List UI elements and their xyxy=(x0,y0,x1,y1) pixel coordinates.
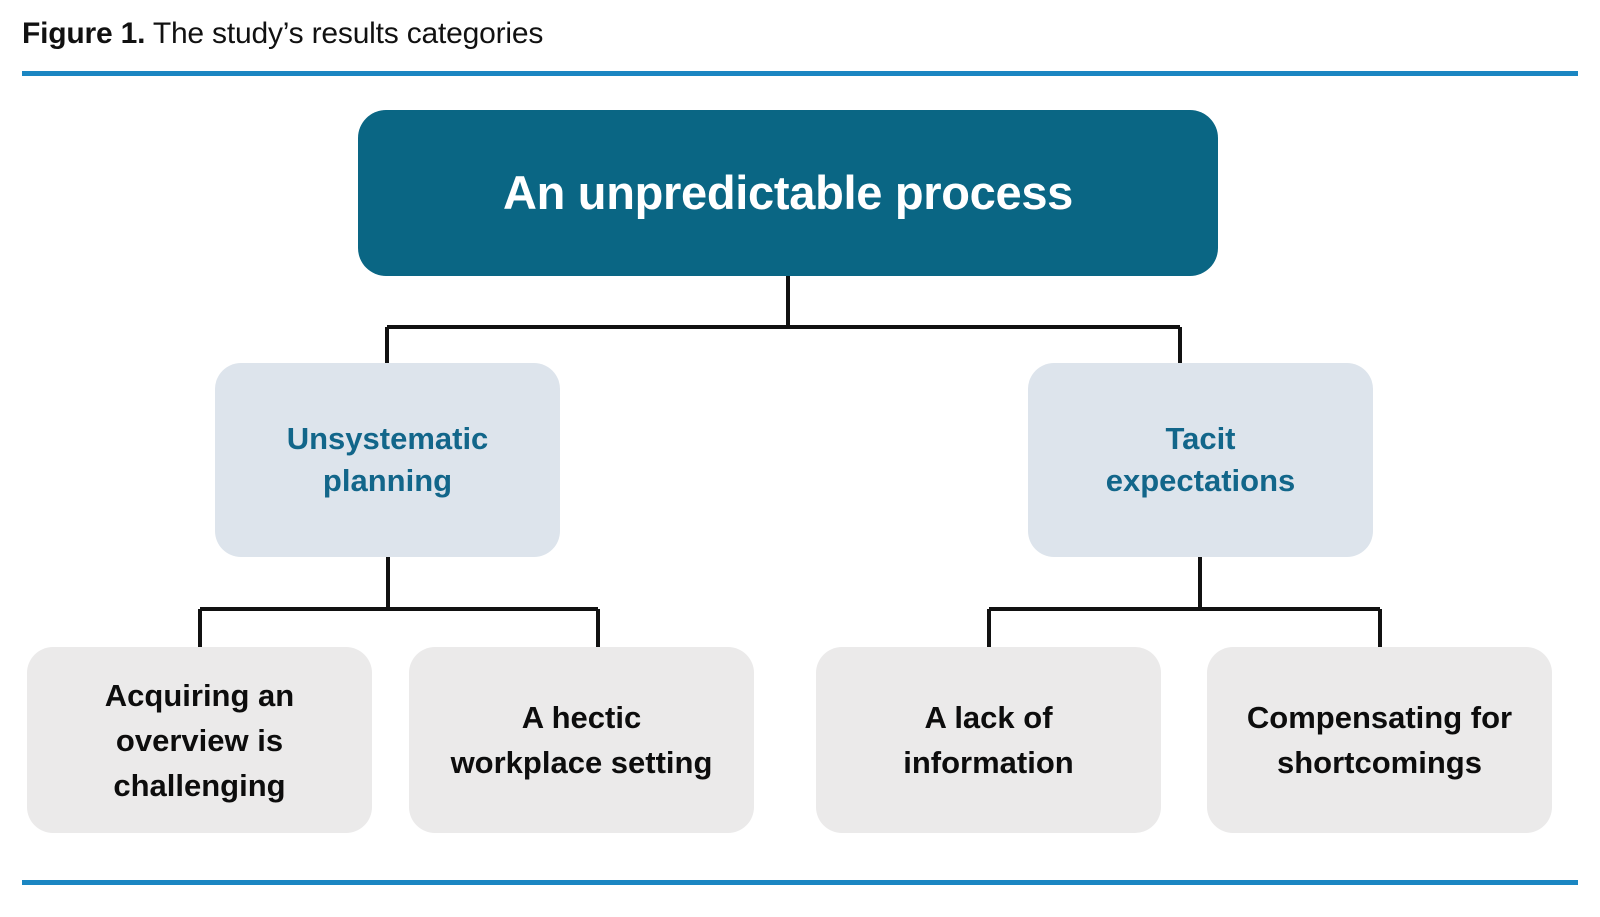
figure-caption-text: The study’s results categories xyxy=(145,17,544,50)
node-leaf-label: A hectic workplace setting xyxy=(450,700,713,780)
node-root-label: An unpredictable process xyxy=(503,166,1073,219)
figure-caption-label: Figure 1. xyxy=(22,17,146,50)
node-leaf-label: Acquiring an overview is challenging xyxy=(104,677,295,803)
node-leaf-a-hectic-workplace-setting[interactable]: A hectic workplace setting xyxy=(409,647,754,833)
node-leaf-label: A lack of information xyxy=(903,700,1074,780)
node-leaf-compensating-for-shortcomings[interactable]: Compensating for shortcomings xyxy=(1207,647,1552,833)
node-leaf-label: Compensating for shortcomings xyxy=(1246,700,1513,780)
node-branch-label: Tacit expectations xyxy=(1105,421,1296,498)
node-leaf-a-lack-of-information[interactable]: A lack of information xyxy=(816,647,1161,833)
node-branch-tacit-expectations[interactable]: Tacit expectations xyxy=(1028,363,1373,557)
bottom-divider-rule xyxy=(22,880,1578,885)
top-divider-rule xyxy=(22,71,1578,76)
node-root[interactable]: An unpredictable process xyxy=(358,110,1218,276)
figure-caption: Figure 1. The study’s results categories xyxy=(22,14,543,54)
node-branch-label: Unsystematic planning xyxy=(286,421,489,498)
node-branch-unsystematic-planning[interactable]: Unsystematic planning xyxy=(215,363,560,557)
node-leaf-acquiring-an-overview-is-challenging[interactable]: Acquiring an overview is challenging xyxy=(27,647,372,833)
